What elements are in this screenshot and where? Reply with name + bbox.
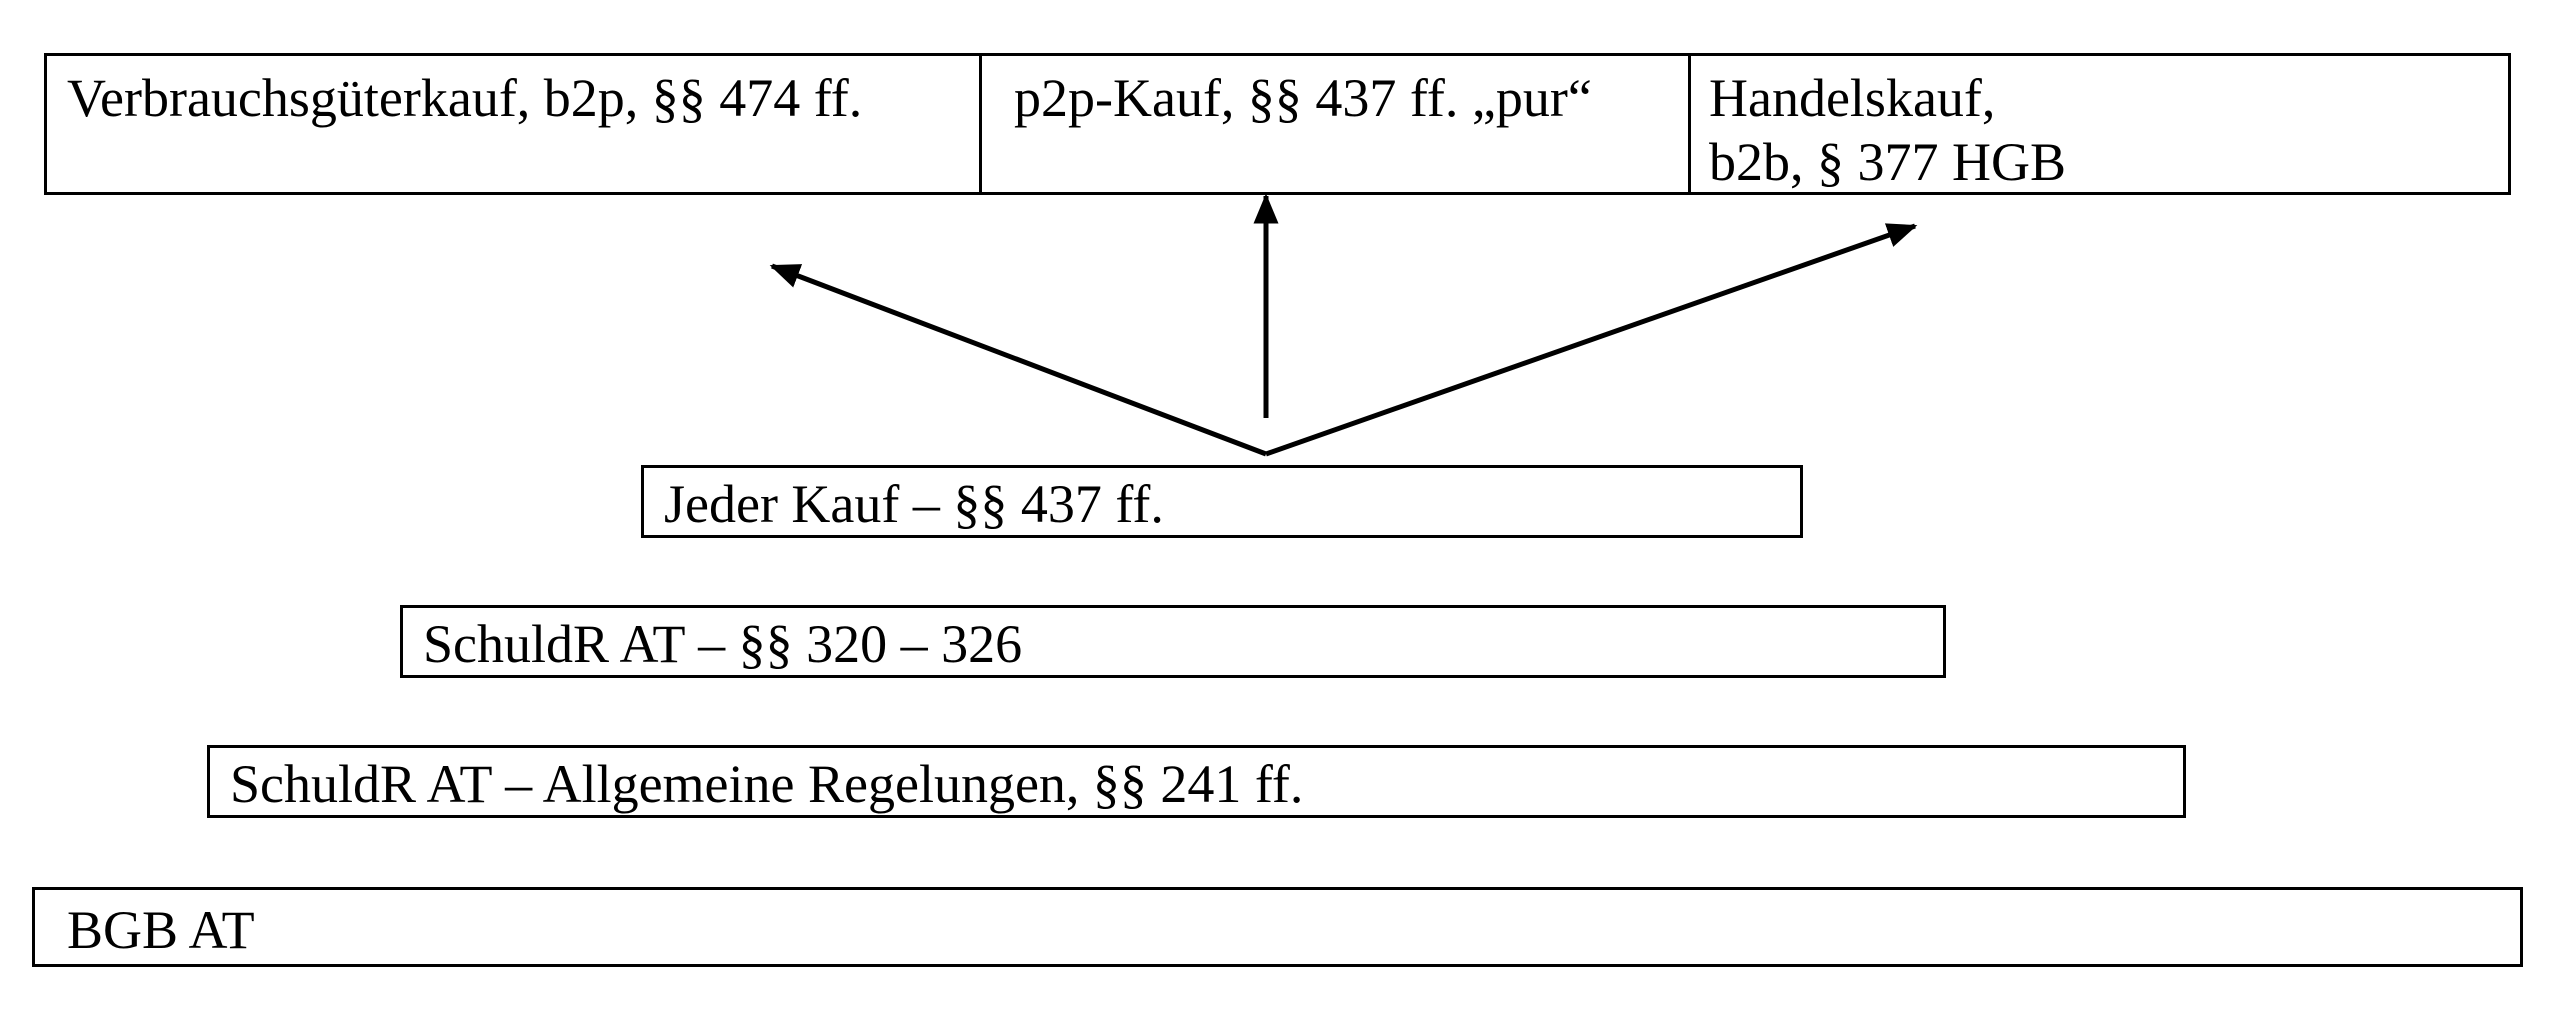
schuldr-general-box: SchuldR AT – Allgemeine Regelungen, §§ 2… xyxy=(207,745,2186,818)
trade-purchase-cell: Handelskauf, b2b, § 377 HGB xyxy=(1688,53,2511,195)
every-purchase-box: Jeder Kauf – §§ 437 ff. xyxy=(641,465,1803,538)
trade-purchase-label-line2: b2b, § 377 HGB xyxy=(1709,132,2067,192)
arrow-to-consumer-goods xyxy=(769,263,1267,457)
trade-purchase-label: Handelskauf, b2b, § 377 HGB xyxy=(1709,66,2066,194)
schuldr-general-label: SchuldR AT – Allgemeine Regelungen, §§ 2… xyxy=(230,754,1304,814)
bgb-at-box: BGB AT xyxy=(32,887,2523,967)
p2p-purchase-cell: p2p-Kauf, §§ 437 ff. „pur“ xyxy=(979,53,1691,195)
every-purchase-label: Jeder Kauf – §§ 437 ff. xyxy=(664,474,1164,534)
trade-purchase-label-line1: Handelskauf, xyxy=(1709,68,1996,128)
schuldr-specific-label: SchuldR AT – §§ 320 – 326 xyxy=(423,614,1023,674)
p2p-purchase-label: p2p-Kauf, §§ 437 ff. „pur“ xyxy=(1014,68,1592,128)
consumer-goods-purchase-label: Verbrauchsgüterkauf, b2p, §§ 474 ff. xyxy=(67,68,863,128)
bgb-at-label: BGB AT xyxy=(67,900,255,960)
consumer-goods-purchase-cell: Verbrauchsgüterkauf, b2p, §§ 474 ff. xyxy=(44,53,982,195)
schuldr-specific-box: SchuldR AT – §§ 320 – 326 xyxy=(400,605,1946,678)
arrow-to-trade-purchase xyxy=(1265,223,1918,457)
